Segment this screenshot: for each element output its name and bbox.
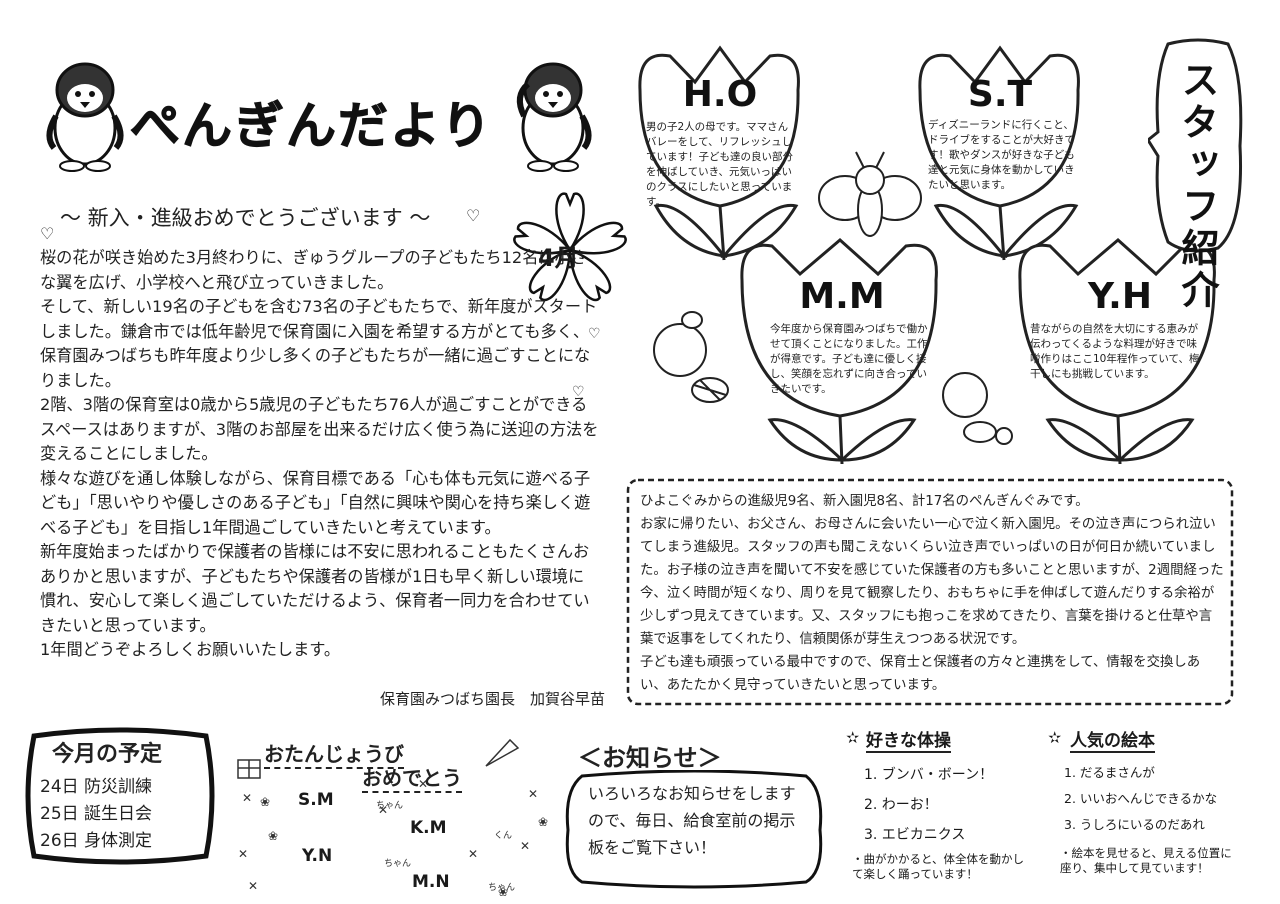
star-icon: ✫ — [1048, 728, 1062, 747]
honorific-label: くん — [494, 831, 513, 841]
svg-text:✕: ✕ — [248, 879, 258, 893]
staff-description: 昔ながらの自然を大切にする恵みが伝わってくるような料理が好きで味噌作りはここ10… — [1030, 323, 1200, 380]
birthday-name: M.N — [412, 872, 450, 892]
list-item: 2. わーお！ — [864, 797, 938, 813]
svg-text:✕: ✕ — [528, 787, 538, 801]
greeting-signature: 保育園みつばち園長 加賀谷早苗 — [380, 690, 606, 708]
notice-bubble — [565, 770, 823, 889]
staff-description: 今年度から保育園みつばちで働かせて頂くことになりました。工作が得意です。子ども達… — [770, 323, 928, 395]
schedule-list: 24日 防災訓練 25日 誕生日会 26日 身体測定 — [40, 774, 152, 855]
favorite-exercise-note: ・曲がかかると、体全体を動かして楽しく踊っています！ — [852, 852, 1025, 881]
sakura-flower-icon — [513, 192, 627, 302]
class-info-frame — [626, 478, 1234, 706]
birthday-name: Y.N — [302, 846, 333, 866]
honorific-label: ちゃん — [488, 883, 516, 893]
svg-text:❀: ❀ — [498, 885, 508, 899]
greeting-paragraph: そして、新しい19名の子どもを含む73名の子どもたちで、新年度がスタートしました… — [40, 297, 598, 390]
schedule-item: 26日 身体測定 — [40, 831, 153, 851]
class-info-paragraph: お家に帰りたい、お父さん、お母さんに会いたい一心で泣く新入園児。その泣き声につら… — [640, 517, 1224, 647]
honorific-label: ちゃん — [384, 859, 412, 869]
class-info-text: ひよこぐみからの進級児9名、新入園児8名、計17名のぺんぎんぐみです。 お家に帰… — [640, 490, 1225, 697]
month-label: 4月 — [538, 244, 579, 272]
staff-description: 男の子2人の母です。ママさんバレーをして、リフレッシュしています！子ども達の良い… — [646, 121, 793, 208]
heart-left-icon: ♡ — [40, 224, 55, 243]
class-info-paragraph: 子ども達も頑張っている最中ですので、保育士と保護者の方々と連携をして、情報を交換… — [640, 655, 1201, 693]
birthday-name: S.M — [298, 790, 334, 810]
popular-books-title: 人気の絵本 — [1070, 726, 1155, 753]
petal-icon: ♡ — [588, 326, 601, 342]
popular-books-list: 1. だるまさんが 2. いいおへんじできるかな 3. うしろにいるのだあれ — [1064, 760, 1217, 838]
svg-text:✕: ✕ — [238, 847, 248, 861]
list-item: 2. いいおへんじできるかな — [1064, 791, 1218, 806]
svg-text:✕: ✕ — [418, 777, 428, 791]
schedule-item: 25日 誕生日会 — [40, 804, 153, 824]
svg-text:✕: ✕ — [242, 791, 252, 805]
staff-initials: Y.H — [1088, 276, 1152, 317]
birthday-decorations: ✕❀✕ ❀✕✕ ✕✕❀ ✕❀✕ — [237, 738, 548, 899]
page-title: ぺんぎんだより — [130, 97, 493, 156]
birthday-title-line2: おめでとう — [362, 762, 462, 793]
staff-description: ディズニーランドに行くこと、ドライブをすることが大好きです！歌やダンスが好きな子… — [928, 119, 1075, 191]
staff-initials: M.M — [799, 276, 885, 317]
svg-text:❀: ❀ — [268, 829, 278, 843]
schedule-item: 24日 防災訓練 — [40, 777, 153, 797]
svg-text:❀: ❀ — [538, 815, 548, 829]
class-info-paragraph: ひよこぐみからの進級児9名、新入園児8名、計17名のぺんぎんぐみです。 — [640, 494, 1089, 509]
svg-text:✕: ✕ — [520, 839, 530, 853]
list-item: 3. うしろにいるのだあれ — [1064, 817, 1205, 832]
star-icon: ✫ — [846, 728, 860, 747]
staff-initials: S.T — [967, 74, 1033, 115]
greeting-paragraph: 2階、3階の保育室は0歳から5歳児の子どもたち76人が過ごすことができるスペース… — [40, 395, 599, 463]
schedule-frame — [25, 727, 215, 865]
greeting-paragraph: 様々な遊びを通し体験しながら、保育目標である「心も体も元気に遊べる子ども」「思い… — [40, 468, 591, 537]
list-item: 3. エビカニクス — [864, 827, 966, 843]
favorite-exercise-list: 1. ブンバ・ボーン！ 2. わーお！ 3. エビカニクス — [864, 760, 993, 850]
list-item: 1. ブンバ・ボーン！ — [864, 767, 994, 783]
staff-tulips-drawing — [638, 45, 1216, 465]
notice-title: ＜お知らせ＞ — [578, 744, 722, 772]
svg-text:❀: ❀ — [260, 795, 270, 809]
svg-text:✕: ✕ — [378, 803, 388, 817]
petal-icon: ♡ — [572, 384, 585, 400]
greeting-heading: ～ 新入・進級おめでとうございます ～ — [60, 206, 431, 230]
birthday-name: K.M — [410, 818, 447, 838]
greeting-paragraph: 桜の花が咲き始めた3月終わりに、ぎゅうグループの子どもたち12名は小さな翼を広げ… — [40, 248, 587, 292]
penguin-right-icon — [516, 62, 592, 172]
svg-text:✕: ✕ — [468, 847, 478, 861]
list-item: 1. だるまさんが — [1064, 765, 1155, 780]
greeting-body: 桜の花が咲き始めた3月終わりに、ぎゅうグループの子どもたち12名は小さな翼を広げ… — [40, 246, 600, 663]
popular-books-note: ・絵本を見せると、見える位置に座り、集中して見ています！ — [1060, 846, 1232, 875]
birthday-title-line1: おたんじょうび — [264, 738, 404, 769]
staff-title-bubble — [1148, 38, 1243, 253]
honorific-label: ちゃん — [376, 801, 404, 811]
notice-text: いろいろなお知らせをしますので、毎日、給食室前の掲示板をご覧下さい！ — [588, 784, 796, 857]
greeting-paragraph: 1年間どうぞよろしくお願いいたします。 — [40, 640, 341, 659]
schedule-title: 今月の予定 — [52, 742, 163, 767]
penguin-left-icon — [46, 62, 124, 172]
staff-section-title: スタッフ紹介 — [1175, 60, 1219, 312]
heart-right-icon: ♡ — [466, 206, 481, 225]
staff-initials: H.O — [682, 74, 758, 115]
favorite-exercise-title: 好きな体操 — [866, 726, 951, 753]
greeting-paragraph: 新年度始まったばかりで保護者の皆様には不安に思われることもたくさんおありかと思い… — [40, 542, 590, 635]
